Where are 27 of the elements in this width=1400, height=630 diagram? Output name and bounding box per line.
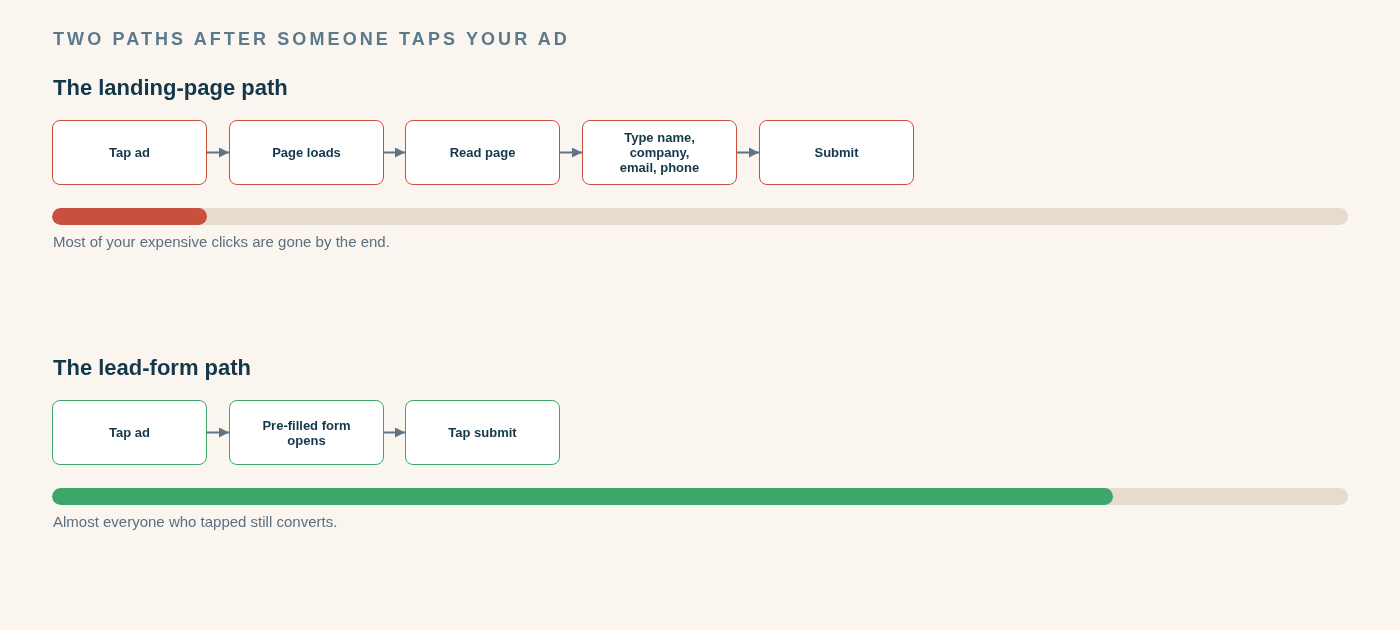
arrow bbox=[206, 147, 230, 158]
step-label: Read page bbox=[449, 145, 516, 160]
arrow bbox=[383, 147, 406, 158]
step-box bbox=[52, 400, 207, 465]
arrow bbox=[559, 147, 583, 158]
step-label: Tap ad bbox=[109, 145, 150, 160]
diagram-title: TWO PATHS AFTER SOMEONE TAPS YOUR AD bbox=[53, 29, 570, 49]
arrow bbox=[206, 427, 230, 438]
section-heading: The lead-form path bbox=[53, 356, 251, 380]
step-box bbox=[582, 120, 737, 185]
arrow bbox=[736, 147, 760, 158]
step-box bbox=[229, 120, 384, 185]
step-label: Pre-filled form opens bbox=[261, 417, 352, 448]
step-label: Tap submit bbox=[448, 425, 517, 440]
step-label: Submit bbox=[814, 145, 859, 160]
step-box bbox=[759, 120, 914, 185]
arrow bbox=[383, 427, 406, 438]
step-label: Type name, company, email, phone bbox=[618, 130, 701, 175]
step-box bbox=[229, 400, 384, 465]
step-box bbox=[405, 400, 560, 465]
step-label: Tap ad bbox=[109, 425, 150, 440]
step-label: Page loads bbox=[272, 145, 341, 160]
section-heading: The landing-page path bbox=[53, 76, 288, 100]
caption-text: Most of your expensive clicks are gone by the end. bbox=[53, 233, 390, 250]
caption-text: Almost everyone who tapped still converts. bbox=[53, 513, 338, 530]
step-box bbox=[52, 120, 207, 185]
step-box bbox=[405, 120, 560, 185]
